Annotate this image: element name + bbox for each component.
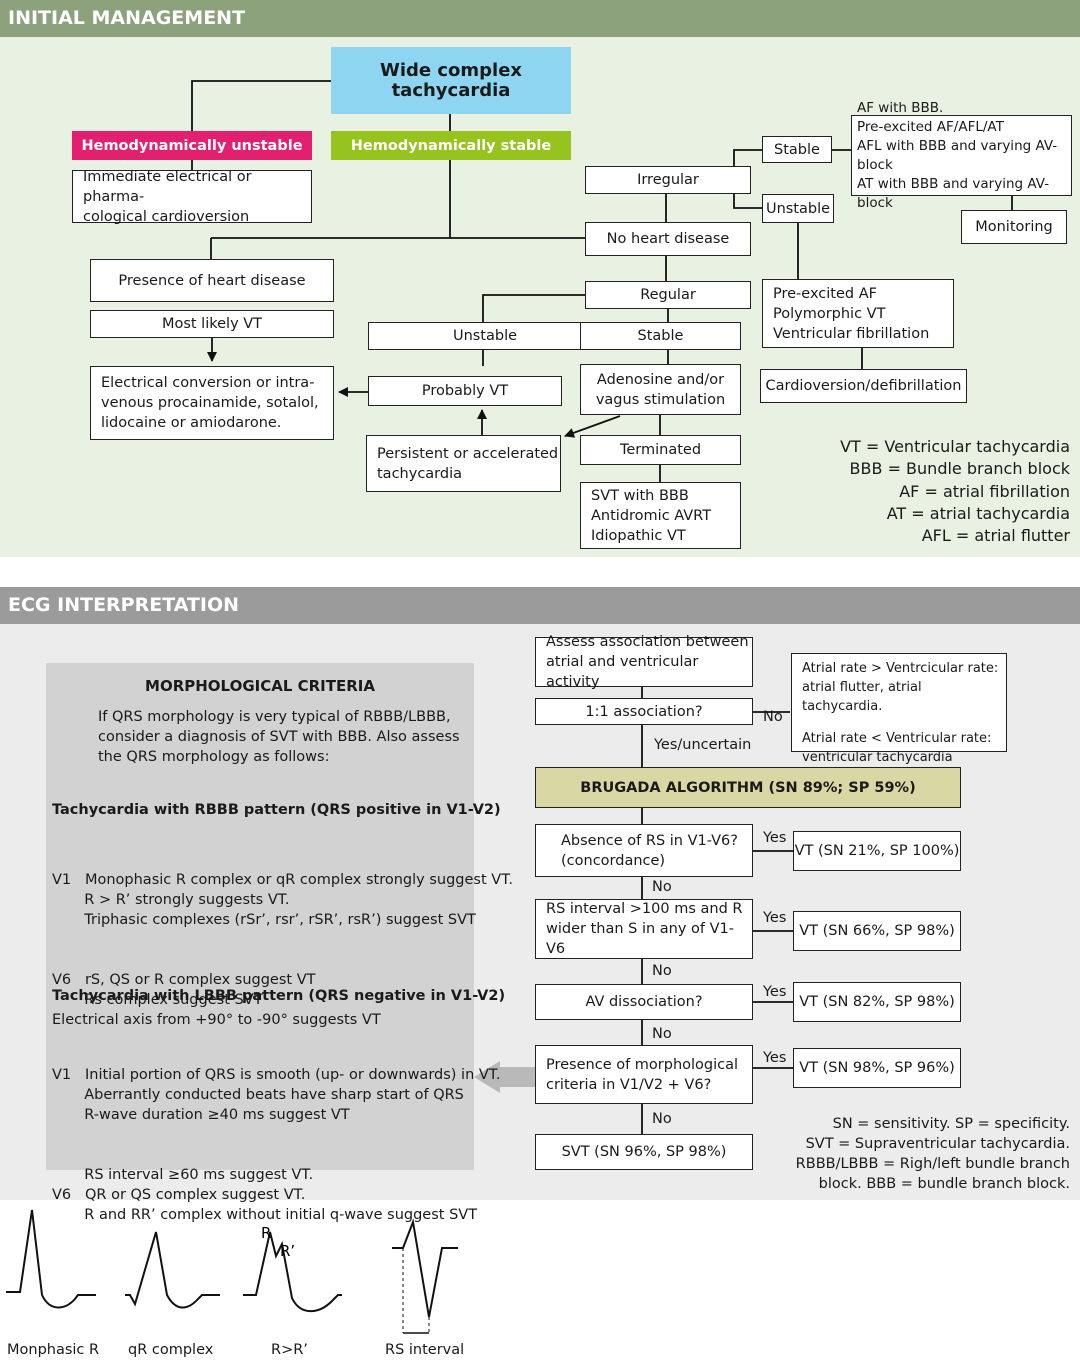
immediate-cardioversion-box: Immediate electrical or pharma-cological… xyxy=(72,169,312,225)
heart-disease-box: Presence of heart disease xyxy=(90,259,334,302)
monitoring-box: Monitoring xyxy=(961,210,1067,244)
abbreviation-legend: VT = Ventricular tachycardia BBB = Bundl… xyxy=(840,437,1070,546)
regular-stable-box: Stable xyxy=(580,322,741,350)
electrical-conversion-box: Electrical conversion or intra-venous pr… xyxy=(90,366,334,440)
r-label: R xyxy=(261,1224,271,1242)
cardioversion-defibrillation-box: Cardioversion/defibrillation xyxy=(760,369,967,403)
no-label-4: No xyxy=(652,1111,672,1127)
regular-box: Regular xyxy=(585,281,751,309)
svt-result-box: SVT (SN 96%, SP 98%) xyxy=(535,1134,753,1170)
most-likely-vt-box: Most likely VT xyxy=(90,310,334,338)
ecg-waveforms: R R’ xyxy=(6,1209,458,1334)
morphological-criteria-box xyxy=(46,663,474,1170)
no-heart-disease-box: No heart disease xyxy=(585,222,751,256)
probably-vt-box: Probably VT xyxy=(368,376,562,406)
yes-label-4: Yes xyxy=(763,1050,787,1066)
morph-title: MORPHOLOGICAL CRITERIA xyxy=(145,677,375,695)
no-label-1: No xyxy=(652,879,672,895)
monophasic-r-waveform xyxy=(6,1209,96,1309)
wide-complex-tachycardia-box: Wide complex tachycardia xyxy=(331,47,571,114)
r-prime-label: R’ xyxy=(280,1242,295,1260)
brugada-algorithm-box: BRUGADA ALGORITHM (SN 89%; SP 59%) xyxy=(535,767,961,808)
irregular-stable-box: Stable xyxy=(762,136,832,163)
ecg-interpretation-header: ECG INTERPRETATION xyxy=(0,587,1080,624)
rbbb-criteria: V1 Monophasic R complex or qR complex st… xyxy=(52,872,513,1028)
yes-label-1: Yes xyxy=(763,830,787,846)
qr-complex-waveform xyxy=(125,1231,220,1309)
atrial-rate-box: Atrial rate > Ventrcicular rate:atrial f… xyxy=(791,653,1007,765)
initial-management-header: INITIAL MANAGEMENT xyxy=(0,0,1080,37)
yes-label-3: Yes xyxy=(763,984,787,1000)
monophasic-r-label: Monphasic R xyxy=(7,1342,100,1358)
vt-result-2: VT (SN 66%, SP 98%) xyxy=(793,911,961,951)
av-dissociation-box: AV dissociation? xyxy=(535,984,753,1020)
criteria-arrow xyxy=(474,1061,536,1093)
rbbb-title: Tachycardia with RBBB pattern (QRS posit… xyxy=(52,802,501,818)
ecg-legend: SN = sensitivity. SP = specificity. SVT … xyxy=(795,1116,1070,1192)
qr-complex-label: qR complex xyxy=(128,1342,214,1358)
vt-result-4: VT (SN 98%, SP 96%) xyxy=(793,1048,961,1088)
no-label-association: No xyxy=(763,709,783,725)
no-label-3: No xyxy=(652,1026,672,1042)
no-label-2: No xyxy=(652,963,672,979)
hemodynamically-stable-box: Hemodynamically stable xyxy=(331,131,571,160)
vt-result-3: VT (SN 82%, SP 98%) xyxy=(793,982,961,1022)
rs-interval-waveform xyxy=(392,1218,458,1318)
hemodynamically-unstable-box: Hemodynamically unstable xyxy=(72,131,312,160)
terminated-box: Terminated xyxy=(580,435,741,465)
rs-interval-label: RS interval xyxy=(385,1342,465,1358)
yes-uncertain-label: Yes/uncertain xyxy=(654,737,752,753)
lbbb-criteria: V1 Initial portion of QRS is smooth (up-… xyxy=(52,1067,501,1223)
association-question-box: 1:1 association? xyxy=(535,698,753,725)
morph-intro: If QRS morphology is very typical of RBB… xyxy=(98,709,460,765)
vt-result-1: VT (SN 21%, SP 100%) xyxy=(793,831,961,871)
r-gt-rprime-label: R>R’ xyxy=(271,1342,308,1358)
irregular-unstable-box: Unstable xyxy=(762,194,834,223)
regular-unstable-box: Unstable xyxy=(368,322,602,350)
absence-rs-box: Absence of RS in V1-V6?(concordance) xyxy=(535,824,753,877)
lbbb-title: Tachycardia with LBBB pattern (QRS negat… xyxy=(52,988,506,1004)
irregular-box: Irregular xyxy=(585,166,751,194)
yes-label-2: Yes xyxy=(763,910,787,926)
r-gt-rprime-waveform xyxy=(243,1231,342,1313)
